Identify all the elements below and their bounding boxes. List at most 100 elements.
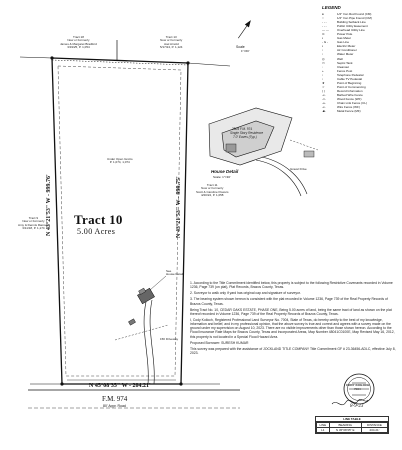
- legend-symbol: ◦: [322, 64, 324, 69]
- iron-rod-marker: [50, 56, 54, 60]
- legend-symbol: ▫: [322, 48, 324, 53]
- legend-item-label: Metal Fence (MF): [337, 109, 361, 114]
- note-3: 3. The bearing system shown hereon is co…: [190, 297, 388, 306]
- legend-item-label: Septic Tank: [337, 60, 353, 65]
- scale-label: Scale: [236, 45, 245, 49]
- legend-item-label: Chain Link Fence (CL): [337, 101, 368, 106]
- legend-symbol: ★: [322, 80, 325, 85]
- legal-description: Being Tract No. 10, CEDAR OAKS ESTATE, P…: [190, 307, 392, 316]
- legend-symbol: -x-: [322, 92, 326, 97]
- legend-item-label: Cable TV Pedestal: [337, 76, 362, 81]
- leader-line: [149, 275, 167, 291]
- legend-symbol: ▪: [322, 36, 324, 41]
- legend-item-label: 1/2" Iron Rod Found (CM): [337, 12, 372, 16]
- certification: I, Cody Koiloch, Registered Professional…: [190, 317, 395, 339]
- legend-symbol: ☆: [322, 84, 325, 89]
- legend-symbol: ▭: [322, 60, 325, 65]
- signature-date: 8-9-23: [350, 404, 364, 409]
- legend-item-label: Point of Beginning: [337, 80, 362, 85]
- legend-list: ● 1/2" Iron Rod Found (CM) ○ 1/2" Iron Pipe…: [322, 12, 400, 113]
- residence-eaves: 7.0' Eaves (Typ.): [233, 135, 257, 139]
- legend-item-label: Point of Commencing: [337, 84, 366, 89]
- legend-item: — — Overhead Utility Line: [322, 28, 400, 32]
- house-detail-scale: Scale: 1"=30': [213, 175, 231, 179]
- legend-symbol: ●: [322, 12, 324, 16]
- proposed-borrower: Proposed Borrower: SURESH KUMAR: [190, 340, 249, 345]
- legend-symbol: ( ): [322, 88, 325, 93]
- line-table-cell: N 45°08'35" E: [328, 427, 362, 433]
- legend-symbol: ▫: [322, 76, 324, 81]
- legend-item-label: Building Setback Line: [337, 20, 366, 25]
- legend-symbol: - - -: [322, 24, 327, 29]
- legend-item-label: Power Pole: [337, 32, 353, 37]
- iron-rod-marker: [186, 61, 190, 65]
- legend-item-label: Barbed Wire Fence: [337, 92, 363, 97]
- house-detail-title: House Detail: [211, 169, 239, 174]
- legend-item-label: Gas Line: [337, 40, 350, 45]
- legend-item: ○ 1/2" Iron Pipe Found (CM): [322, 16, 400, 20]
- legend-symbol: - - -: [322, 20, 327, 25]
- adjoiner-north-right: Tract 13 Now or Formerly Joel Arnold 5/1…: [160, 35, 183, 50]
- legend-symbol: +: [322, 68, 324, 73]
- legend-item: -□-Wood Fence (WF): [322, 97, 400, 101]
- seal-name: CODY KOILOCH: [346, 383, 370, 387]
- legend-item: ★ Point of Beginning: [322, 81, 400, 85]
- detail-driveway-label: Gravel Drive: [290, 167, 307, 171]
- note-2: 2. Surveyor to walk only if yard has ori…: [190, 291, 301, 296]
- legend-item: ● 1/2" Iron Rod Found (CM): [322, 12, 400, 16]
- surveyor-seal: [343, 373, 375, 405]
- line-table-cell: 204.21': [360, 427, 389, 433]
- legend-item: ◎ Well: [322, 57, 400, 61]
- legend-symbol: ◎: [322, 56, 325, 61]
- scale-value: 1"=60': [241, 49, 250, 53]
- east-boundary-bearing: N 43°21'53" W - 999.75': [176, 176, 182, 238]
- legend-symbol: ▪: [322, 44, 324, 49]
- legend-item-label: Well: [337, 56, 343, 61]
- title-commitment: This survey was prepared with the assist…: [190, 346, 396, 355]
- legend-item-label: Public Utility Easement: [337, 24, 368, 29]
- residence-address: 2505 F.M. 974: [232, 127, 253, 131]
- legend-item: ( ) Record Information: [322, 89, 400, 93]
- legend-item-label: Wood Fence (WF): [337, 96, 362, 101]
- legend-item-label: Electric Meter: [337, 44, 356, 49]
- legend-item-label: 1/2" Iron Pipe Found (CM): [337, 16, 372, 21]
- legend-item: ▪Gas Meter: [322, 36, 400, 40]
- adjoiner-line: [187, 62, 231, 67]
- legend-symbol: ▫: [322, 52, 324, 57]
- legend-symbol: — —: [322, 28, 329, 33]
- legend-item: ▪ Electric Meter: [322, 44, 400, 48]
- south-boundary-bearing: N 45°08'35" W - 204.21': [89, 383, 151, 389]
- house-footprint: [137, 287, 155, 305]
- line-table-row: L1 N 45°08'35" E 204.21': [316, 427, 389, 433]
- legend-item: ◦Cleanout: [322, 65, 400, 69]
- line-table-cell: L1: [316, 427, 330, 433]
- overhead-utility-line: [114, 324, 169, 341]
- legend-item: -■-Metal Fence (MF): [322, 109, 400, 113]
- residence-type: Single Story Residence: [230, 131, 264, 135]
- tract-acreage: 5.00 Acres: [77, 227, 116, 236]
- driveway: [149, 299, 155, 385]
- house-detail-inset: [208, 107, 319, 197]
- legend-item: ☆ Point of Commencing: [322, 85, 400, 89]
- legend-item-label: Overhead Utility Line: [337, 28, 365, 33]
- fence-note: Under Open Grotto P. 1,074, 1,074: [107, 157, 133, 165]
- driveway-label: 15ft Driveway: [160, 337, 179, 341]
- legend-item-label: Telephone Pedestal: [337, 72, 364, 77]
- adjoiner-west: Tract 9 Now or Formerly Amy & Dennis Ram…: [18, 216, 49, 231]
- legend-symbol: -x-: [322, 105, 326, 110]
- legend-symbol: -o-: [322, 101, 326, 106]
- legend-item: ▫Air Conditioner: [322, 48, 400, 52]
- legend-item-label: Water Meter: [337, 52, 354, 57]
- legend-symbol: ○: [322, 16, 324, 21]
- legend-item: - G -Gas Line: [322, 40, 400, 44]
- legend-item: - - - Public Utility Easement: [322, 24, 400, 28]
- seal-number: 7004: [354, 387, 361, 391]
- legend-item: ⊙Power Pole: [322, 32, 400, 36]
- legend-symbol: ▫: [322, 72, 324, 77]
- adjoiner-east: Tract 11 Now or Formerly Scott & Carolin…: [196, 183, 229, 198]
- legend-item: -x-Wire Fence (WF): [322, 105, 400, 109]
- legend-item-label: Record Information: [337, 88, 363, 93]
- legend-item: -x- Barbed Wire Fence: [322, 93, 400, 97]
- note-1: 1. According to the Title Commitment ide…: [190, 281, 393, 290]
